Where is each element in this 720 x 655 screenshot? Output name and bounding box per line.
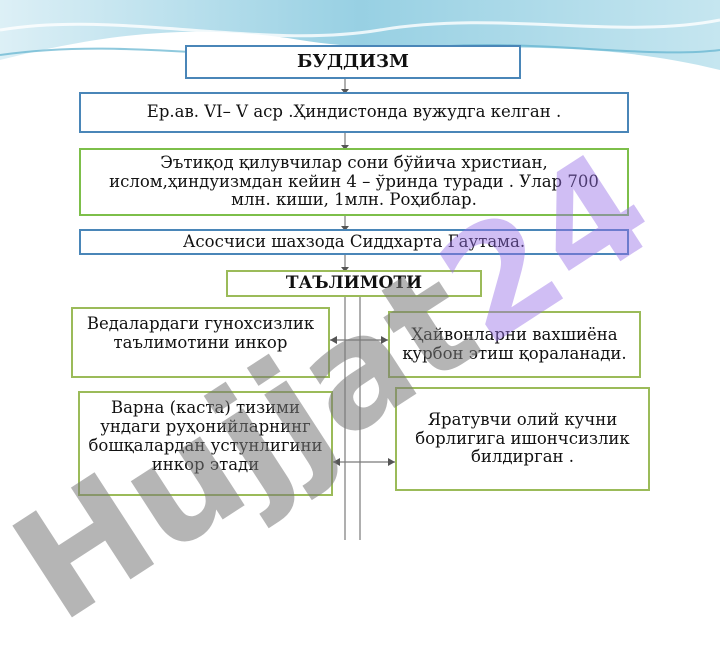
origin-box: Ер.ав. VI– V аср .Ҳиндистонда вужудга ке… bbox=[79, 92, 629, 133]
right-bottom-box: Яратувчи олий кучни борлигига ишончсизли… bbox=[395, 387, 650, 491]
teachings-title: ТАЪЛИМОТИ bbox=[226, 270, 482, 297]
left-top-box: Ведалардаги гунохсизлик таълимотини инко… bbox=[71, 307, 330, 378]
right-top-box: Ҳайвонларни вахшиёна қурбон этиш қоралан… bbox=[388, 311, 641, 378]
connector-lines bbox=[330, 79, 395, 540]
founder-box: Асосчиси шахзода Сиддхарта Гаутама. bbox=[79, 229, 629, 255]
left-bottom-box: Варна (каста) тизими ундаги руҳонийларни… bbox=[78, 391, 333, 496]
followers-box: Эътиқод қилувчилар сони бўйича христиан,… bbox=[79, 148, 629, 216]
page-title: БУДДИЗМ bbox=[185, 45, 521, 79]
